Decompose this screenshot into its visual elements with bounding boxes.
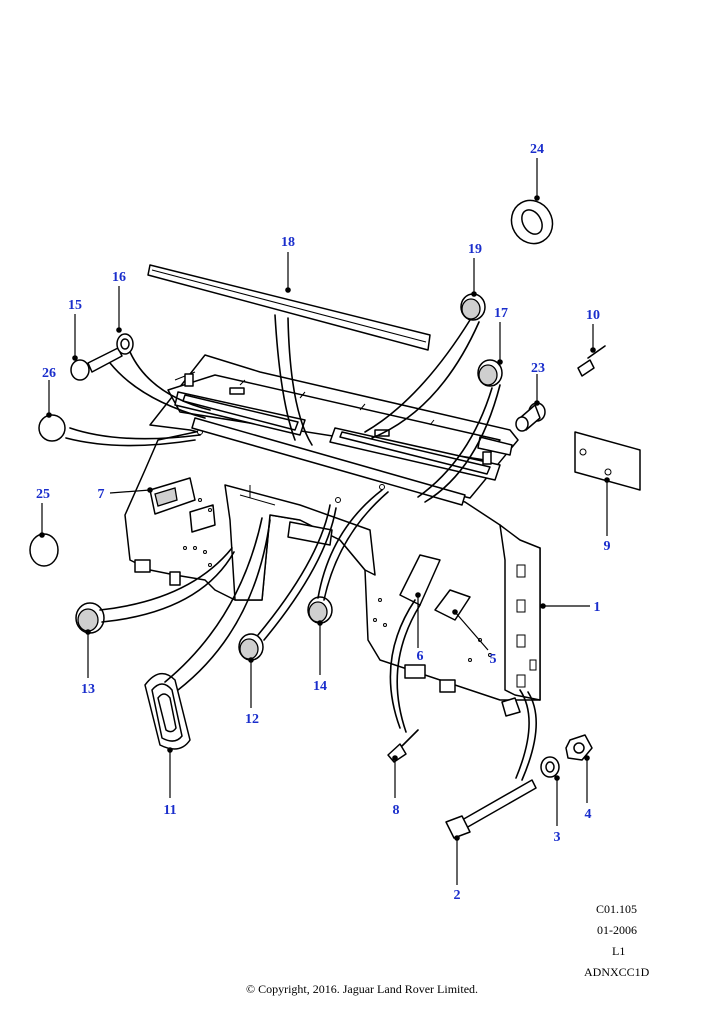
- part-3-washer: [540, 756, 560, 778]
- callout-7: 7: [98, 487, 105, 502]
- drawing-date: 01-2006: [597, 923, 637, 937]
- part-23-bush: [515, 402, 546, 432]
- part-14-grommet: [307, 596, 333, 624]
- callout-18: 18: [281, 235, 295, 250]
- callout-12: 12: [245, 712, 259, 727]
- callout-26: 26: [42, 366, 56, 381]
- part-2-bolt: [445, 779, 537, 839]
- copyright-notice: © Copyright, 2016. Jaguar Land Rover Lim…: [245, 982, 479, 996]
- drawing-level: L1: [612, 944, 626, 958]
- part-24-grommet: [510, 199, 554, 245]
- callout-25: 25: [36, 487, 50, 502]
- part-12-grommet: [238, 633, 264, 661]
- callout-8: 8: [393, 803, 400, 818]
- callout-15: 15: [68, 298, 82, 313]
- part-17-plug: [477, 359, 503, 387]
- part-9-plate: [574, 431, 641, 491]
- callout-17: 17: [494, 306, 508, 321]
- callout-3: 3: [554, 830, 561, 845]
- callout-9: 9: [604, 539, 611, 554]
- callout-5: 5: [490, 652, 497, 667]
- callout-16: 16: [112, 270, 126, 285]
- callout-6: 6: [417, 649, 424, 664]
- callout-ticks: [39, 158, 610, 885]
- cross-strip: [191, 417, 466, 506]
- callout-11: 11: [163, 803, 176, 818]
- part-26-cap: [38, 414, 66, 442]
- part-4-nut: [565, 734, 593, 761]
- drawing-reference: ADNXCC1D: [584, 965, 650, 979]
- part-13-grommet: [75, 602, 105, 634]
- part-10-rivet: [577, 345, 606, 377]
- leader-lines: [65, 314, 537, 781]
- callout-labels: 24 18 19 16 15 17 10 23 26 7 25 9 1 6 5 …: [36, 142, 611, 903]
- part-18-trim-strip: [147, 264, 431, 351]
- callout-19: 19: [468, 242, 482, 257]
- drawing-code: C01.105: [596, 902, 638, 916]
- callout-4: 4: [585, 807, 592, 822]
- part-15-bolt: [70, 347, 123, 381]
- callout-24: 24: [530, 142, 544, 157]
- part-19-plug: [460, 293, 486, 321]
- callout-23: 23: [531, 361, 545, 376]
- callout-14: 14: [313, 679, 327, 694]
- part-16-washer: [116, 333, 134, 355]
- callout-2: 2: [454, 888, 461, 903]
- callout-1: 1: [594, 600, 601, 615]
- part-11-grommet: [144, 672, 191, 750]
- callout-13: 13: [81, 682, 95, 697]
- callout-10: 10: [586, 308, 600, 323]
- part-25-cap: [29, 533, 59, 567]
